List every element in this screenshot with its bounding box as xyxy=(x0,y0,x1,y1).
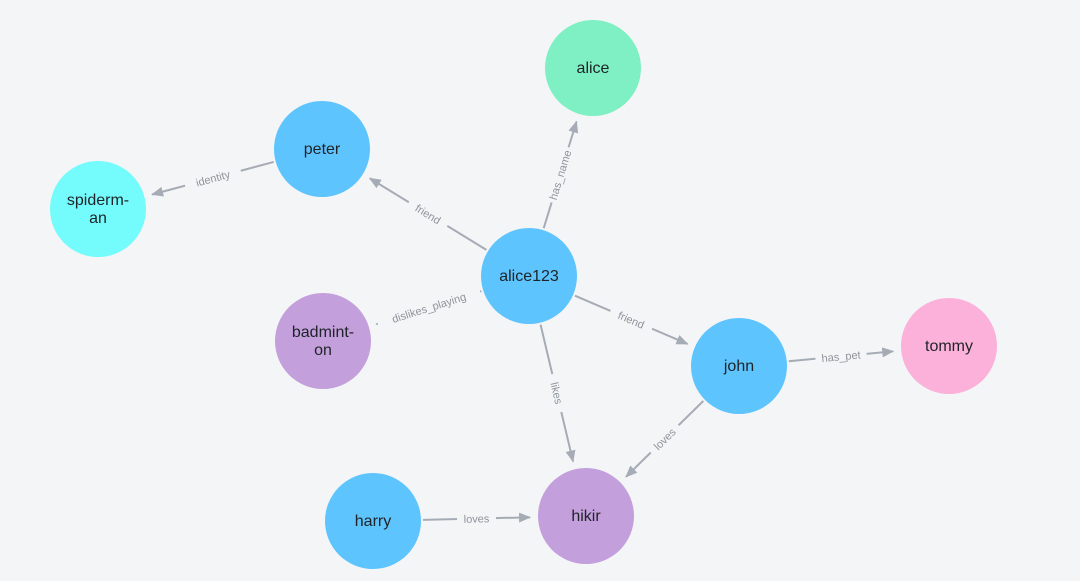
edge-john-hiking[interactable]: loves xyxy=(625,400,704,478)
edge-alice123-john[interactable]: friend xyxy=(574,294,689,345)
edge-label-harry-hiking: loves xyxy=(464,513,490,526)
edge-label-gap xyxy=(545,372,569,414)
edge-label-group: friend xyxy=(405,196,451,232)
node-peter[interactable]: peter xyxy=(274,101,370,197)
node-label-badminton: on xyxy=(314,342,332,359)
node-hiking[interactable]: hikir xyxy=(538,468,634,564)
node-circle-harry[interactable] xyxy=(325,473,421,569)
node-circle-alice123[interactable] xyxy=(481,228,577,324)
node-alice123[interactable]: alice123 xyxy=(481,228,577,324)
edge-label-gap xyxy=(645,420,684,458)
edge-label-john-tommy: has_pet xyxy=(821,349,861,365)
edge-label-gap xyxy=(405,196,451,232)
edge-label-group: loves xyxy=(645,420,684,458)
edge-peter-spiderman[interactable]: identity xyxy=(151,160,274,197)
edge-label-group: identity xyxy=(183,164,243,193)
node-circle-badminton[interactable] xyxy=(275,293,371,389)
edge-label-group: has_pet xyxy=(814,346,868,366)
edge-alice123-hiking[interactable]: likes xyxy=(539,324,576,463)
edge-alice123-badminton[interactable]: dislikes_playing xyxy=(375,284,483,331)
edge-john-tommy[interactable]: has_pet xyxy=(788,346,895,366)
edge-label-gap xyxy=(375,284,483,331)
node-alice[interactable]: alice xyxy=(545,20,641,116)
edge-label-gap xyxy=(607,304,655,336)
node-circle-spiderman[interactable] xyxy=(50,161,146,257)
edge-harry-hiking[interactable]: loves xyxy=(422,511,532,527)
node-circle-john[interactable] xyxy=(691,318,787,414)
node-label-peter: peter xyxy=(304,141,341,158)
node-harry[interactable]: harry xyxy=(325,473,421,569)
node-label-alice: alice xyxy=(577,60,610,77)
edge-label-alice123-alice: has_name xyxy=(548,149,575,202)
node-label-spiderman: spiderm- xyxy=(67,192,129,209)
edge-alice123-peter[interactable]: friend xyxy=(368,177,487,251)
node-circle-tommy[interactable] xyxy=(901,298,997,394)
node-label-harry: harry xyxy=(355,513,391,530)
edge-label-group: loves xyxy=(456,511,497,527)
node-badminton[interactable]: badmint-on xyxy=(275,293,371,389)
node-circle-hiking[interactable] xyxy=(538,468,634,564)
node-label-badminton: badmint- xyxy=(292,324,354,341)
edge-label-group: friend xyxy=(607,304,655,336)
edge-label-alice123-badminton: dislikes_playing xyxy=(391,291,468,326)
node-circle-peter[interactable] xyxy=(274,101,370,197)
edge-label-alice123-hiking: likes xyxy=(547,381,564,406)
node-john[interactable]: john xyxy=(691,318,787,414)
node-label-alice123: alice123 xyxy=(499,268,559,285)
edge-label-group: has_name xyxy=(544,145,576,205)
node-label-john: john xyxy=(723,358,754,375)
nodes-layer: alice123 alice peter spiderm-an badmint-on jo… xyxy=(50,20,997,569)
edge-label-gap xyxy=(814,346,868,366)
edge-label-gap xyxy=(544,145,576,205)
node-tommy[interactable]: tommy xyxy=(901,298,997,394)
edge-label-group: likes xyxy=(545,372,569,414)
edge-alice123-alice[interactable]: has_name xyxy=(542,120,579,229)
node-spiderman[interactable]: spiderm-an xyxy=(50,161,146,257)
edge-label-group: dislikes_playing xyxy=(375,284,483,331)
node-label-tommy: tommy xyxy=(925,338,973,355)
node-label-spiderman: an xyxy=(89,210,107,227)
edge-label-gap xyxy=(456,511,497,527)
node-circle-alice[interactable] xyxy=(545,20,641,116)
edge-label-gap xyxy=(183,164,243,193)
node-label-hiking: hikir xyxy=(571,508,601,525)
